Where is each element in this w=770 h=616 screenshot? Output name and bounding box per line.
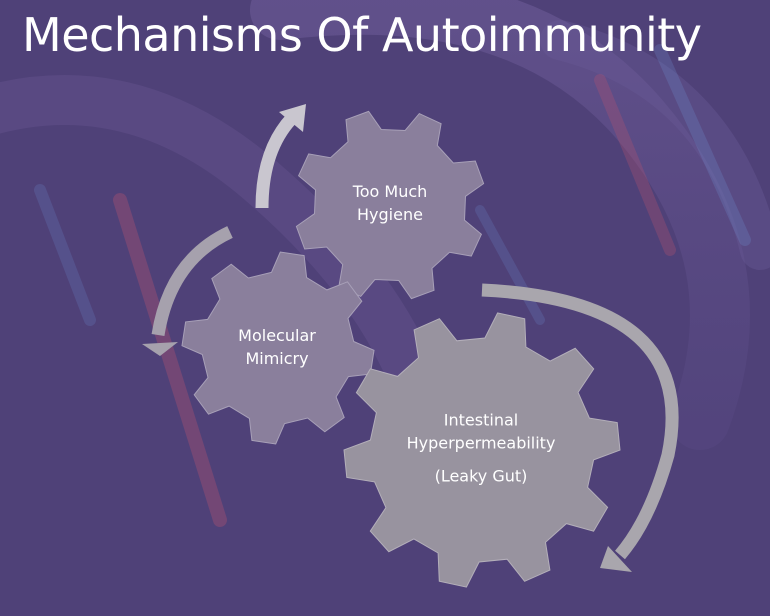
gear-label-too-much-hygiene: Too Much Hygiene [353,180,428,226]
gear-label-line: (Leaky Gut) [434,466,528,486]
curved-arrow-up [255,104,306,209]
gear-label-line: Hygiene [357,205,423,224]
curved-arrow-down-right [481,283,679,572]
slide-title: Mechanisms Of Autoimmunity [22,8,702,62]
gear-intestinal-hyperpermeability [343,312,621,588]
gear-label-line: Too Much [352,182,428,201]
gear-label-line: Molecular [238,326,316,345]
gear-label-line: Intestinal [443,410,519,430]
gear-label-line: Mimicry [245,349,309,368]
gear-too-much-hygiene [295,110,485,300]
gear-label-molecular-mimicry: Molecular Mimicry [238,324,316,370]
gear-label-line: Hyperpermeability [406,433,556,453]
curved-arrow-down-left [142,226,233,356]
gear-label-intestinal-hyperpermeability: Intestinal Hyperpermeability (Leaky Gut) [407,409,556,488]
gear-molecular-mimicry [181,251,375,445]
